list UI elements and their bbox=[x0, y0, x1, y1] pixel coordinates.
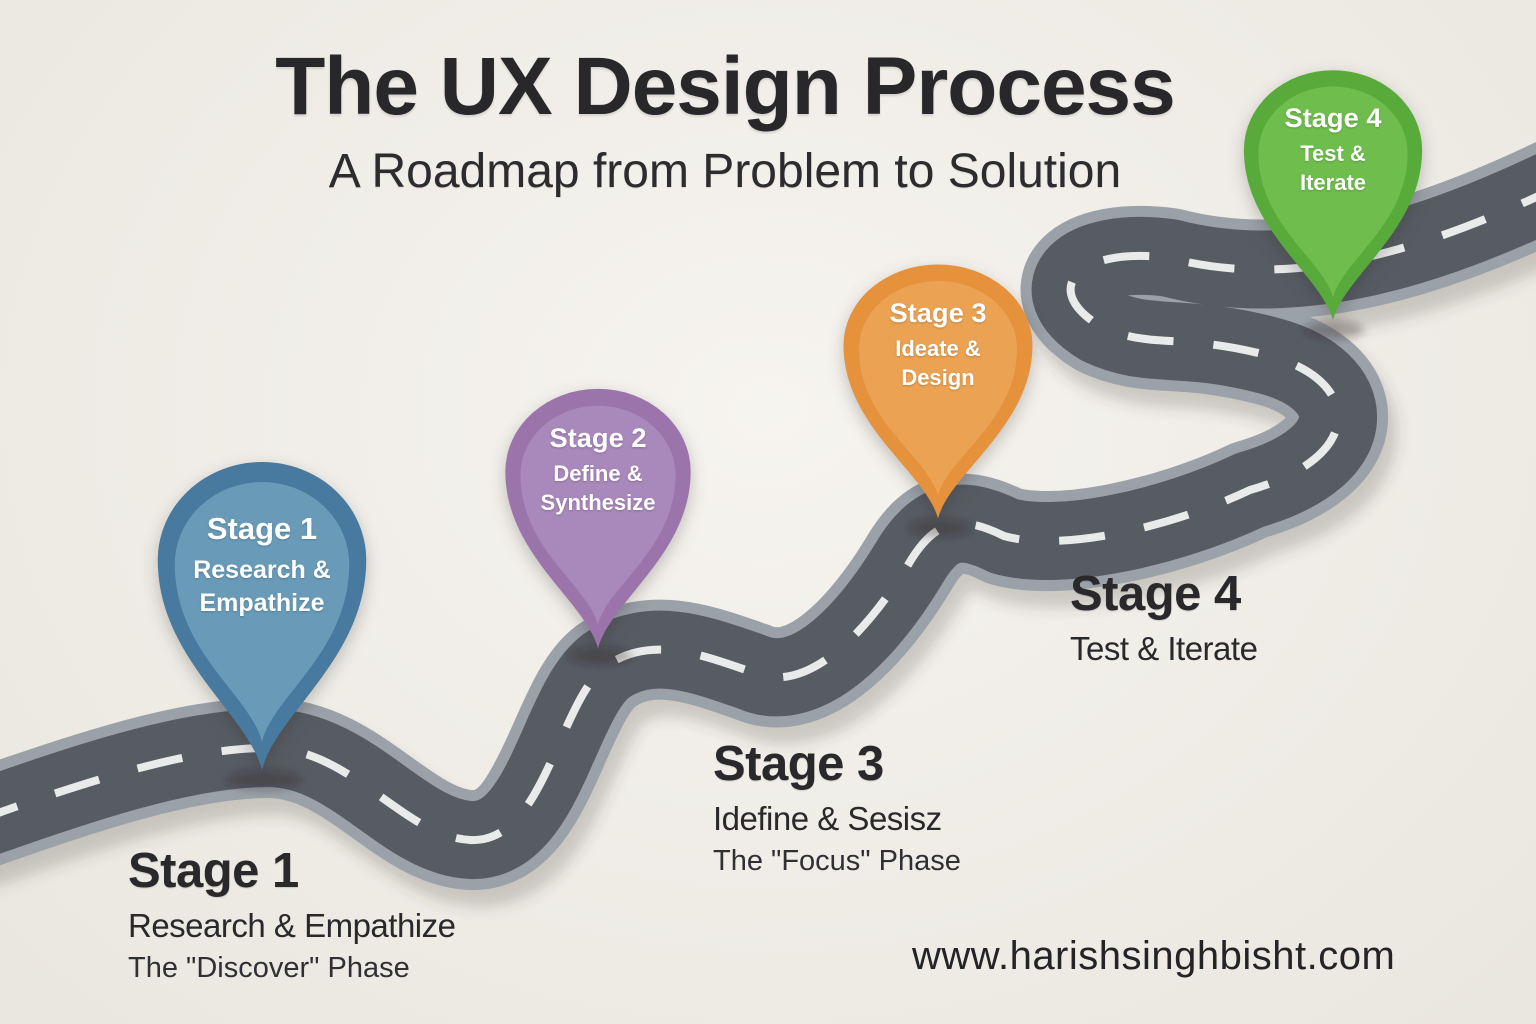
pin-stage-title: Stage 3 bbox=[889, 296, 987, 328]
pin-tip-shadow bbox=[908, 519, 972, 537]
pin-stage-2: Stage 2 Define & Synthesize bbox=[494, 372, 702, 650]
pin-label: Stage 4 Test & Iterate bbox=[1241, 102, 1425, 197]
ground-label-stage-1: Stage 1 Research & Empathize The "Discov… bbox=[128, 843, 456, 985]
pin-stage-subtitle: Research & Empathize bbox=[193, 556, 331, 617]
pin-label: Stage 3 Ideate & Design bbox=[840, 297, 1035, 392]
website-url: www.harishsinghbisht.com bbox=[912, 934, 1396, 978]
map-pin-icon bbox=[157, 462, 367, 770]
stage-description: Test & Iterate bbox=[1070, 630, 1258, 667]
header: The UX Design Process A Roadmap from Pro… bbox=[0, 40, 1450, 199]
pin-stage-1: Stage 1 Research & Empathize bbox=[145, 442, 379, 772]
map-pin-inner bbox=[858, 280, 1018, 496]
pin-stage-title: Stage 4 bbox=[1284, 102, 1382, 134]
map-pin-icon bbox=[505, 388, 691, 649]
stage-phase: The "Discover" Phase bbox=[128, 952, 410, 984]
pin-tip-shadow bbox=[1304, 321, 1364, 339]
pin-label: Stage 1 Research & Empathize bbox=[154, 511, 369, 619]
stage-heading: Stage 4 bbox=[1070, 567, 1241, 621]
pin-label: Stage 2 Define & Synthesize bbox=[502, 422, 693, 517]
ground-label-stage-3: Stage 3 Idefine & Sesisz The "Focus" Pha… bbox=[713, 736, 961, 878]
map-pin-inner bbox=[174, 482, 350, 742]
stage-heading: Stage 1 bbox=[128, 844, 299, 898]
stage-description: Idefine & Sesisz bbox=[713, 800, 942, 837]
pin-stage-subtitle: Define & Synthesize bbox=[540, 461, 656, 515]
pin-tip-shadow bbox=[226, 770, 302, 790]
pin-stage-title: Stage 2 bbox=[549, 422, 647, 454]
pin-stage-3: Stage 3 Ideate & Design bbox=[832, 248, 1044, 520]
stage-phase: The "Focus" Phase bbox=[713, 845, 961, 877]
ground-label-stage-4: Stage 4 Test & Iterate bbox=[1070, 566, 1258, 668]
pin-stage-subtitle: Ideate & Design bbox=[895, 335, 981, 390]
road-centerline bbox=[0, 192, 1536, 845]
stage-heading: Stage 3 bbox=[713, 737, 884, 791]
pin-stage-subtitle: Test & Iterate bbox=[1299, 141, 1367, 195]
pin-stage-title: Stage 1 bbox=[206, 511, 318, 547]
map-pin-inner bbox=[520, 405, 676, 625]
page-subtitle: A Roadmap from Problem to Solution bbox=[328, 145, 1122, 198]
stage-description: Research & Empathize bbox=[128, 907, 456, 944]
map-pin-icon bbox=[843, 264, 1033, 519]
page-title: The UX Design Process bbox=[275, 41, 1176, 132]
map-pin-inner bbox=[1258, 86, 1408, 298]
pin-stage-4: Stage 4 Test & Iterate bbox=[1233, 54, 1433, 322]
map-pin-icon bbox=[1243, 70, 1423, 321]
pin-tip-shadow bbox=[568, 647, 632, 665]
